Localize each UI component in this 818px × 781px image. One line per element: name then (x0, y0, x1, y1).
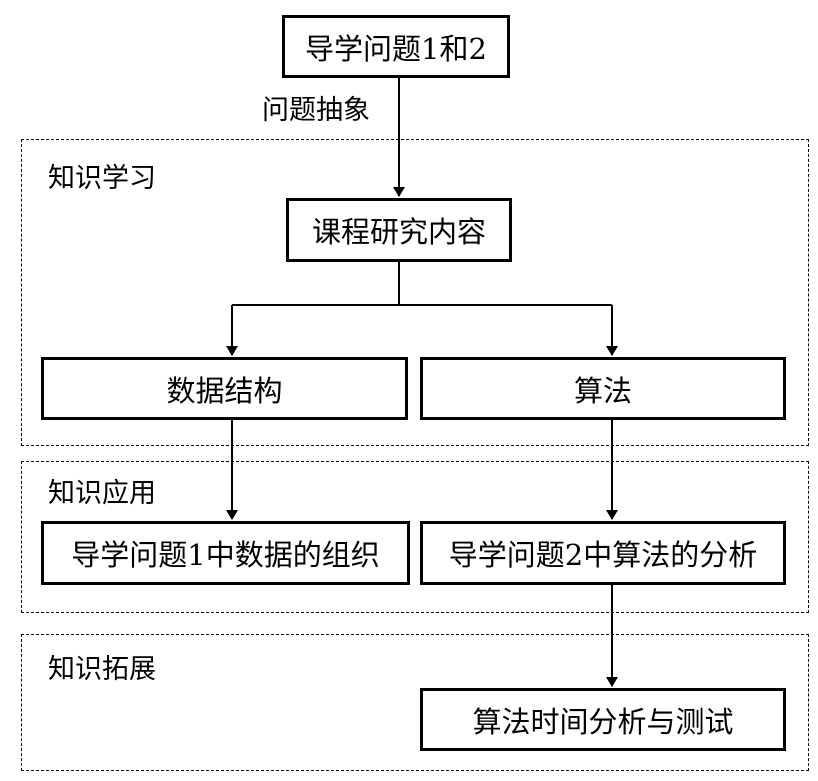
node-course-content: 课程研究内容 (286, 198, 512, 262)
node-question2-algorithm-analysis-label: 导学问题2中算法的分析 (448, 538, 758, 572)
region-label-learning: 知识学习 (48, 163, 156, 194)
node-question1-data-organization-label: 导学问题1中数据的组织 (71, 538, 380, 572)
node-question1-data-organization: 导学问题1中数据的组织 (41, 521, 410, 585)
edge-course-to-branches (232, 262, 612, 306)
node-course-content-label: 课程研究内容 (311, 215, 486, 249)
edge-label-abstraction: 问题抽象 (262, 95, 370, 126)
region-knowledge-application (21, 461, 809, 613)
node-data-structures-label: 数据结构 (166, 373, 283, 408)
node-algorithm-time-analysis-test: 算法时间分析与测试 (420, 688, 786, 751)
region-knowledge-extension (21, 634, 809, 771)
node-intro-questions-label: 导学问题1和2 (305, 31, 487, 66)
node-algorithm-time-analysis-test-label: 算法时间分析与测试 (472, 704, 734, 739)
node-question2-algorithm-analysis: 导学问题2中算法的分析 (420, 521, 786, 585)
node-algorithms-label: 算法 (573, 373, 632, 408)
region-knowledge-learning (21, 139, 809, 446)
node-intro-questions: 导学问题1和2 (282, 15, 510, 78)
region-label-extension: 知识拓展 (48, 654, 156, 685)
node-algorithms: 算法 (420, 357, 786, 420)
region-label-application: 知识应用 (48, 478, 156, 509)
node-data-structures: 数据结构 (41, 357, 408, 420)
